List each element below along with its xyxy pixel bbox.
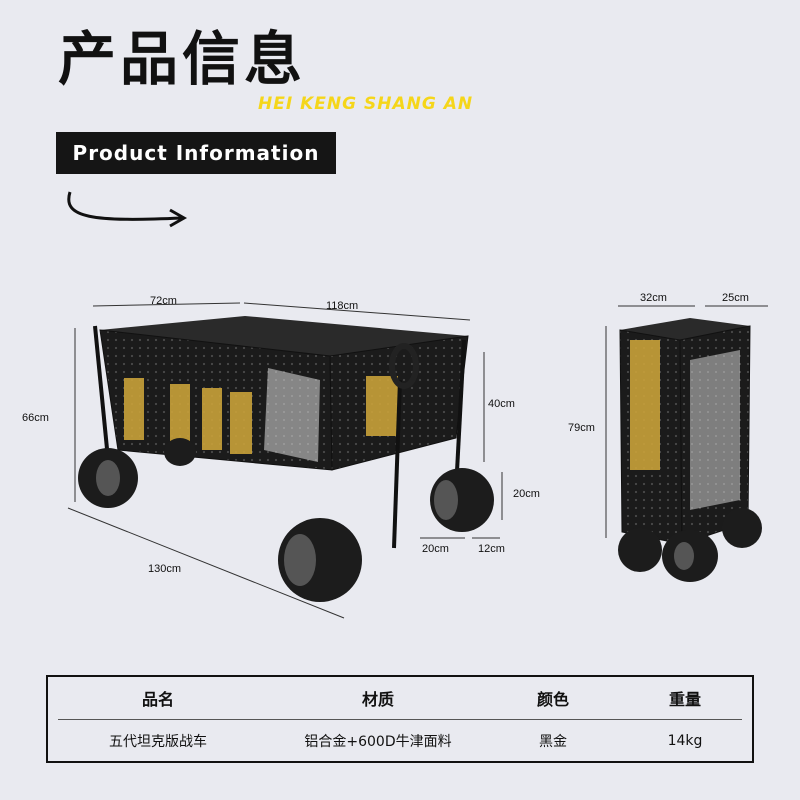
wheel-width-label: 12cm: [478, 543, 505, 555]
cell-product-name: 五代坦克版战车: [109, 734, 207, 750]
product-information-badge: Product Information: [56, 132, 336, 174]
wheel-height-label: 20cm: [513, 488, 540, 500]
cell-color: 黑金: [539, 734, 567, 750]
wagon-wheels: [78, 438, 494, 602]
page-title: 产品信息: [58, 25, 307, 93]
spec-table: 品名 材质 颜色 重量 五代坦克版战车 铝合金+600D牛津面料 黑金 14kg: [46, 675, 754, 763]
wagon-width-label: 72cm: [150, 295, 177, 307]
header-material: 材质: [361, 690, 394, 709]
wagon-basket: [93, 316, 469, 549]
table-row: 五代坦克版战车 铝合金+600D牛津面料 黑金 14kg: [48, 720, 752, 762]
table-header-row: 品名 材质 颜色 重量: [48, 677, 752, 719]
arrow-right-icon: [67, 191, 188, 228]
dimension-lines: [67, 302, 768, 619]
basket-height-label: 40cm: [488, 398, 515, 410]
brand-text: HEI KENG SHANG AN: [258, 94, 474, 114]
wagon-bottom-length-label: 130cm: [148, 563, 182, 575]
wagon-total-height-label: 66cm: [22, 412, 49, 424]
cell-weight: 14kg: [667, 733, 703, 749]
folded-width-label: 32cm: [640, 292, 667, 304]
folded-wagon: [618, 318, 762, 582]
header-color: 颜色: [536, 690, 569, 709]
wagon-length-label: 118cm: [326, 300, 359, 312]
cell-material: 铝合金+600D牛津面料: [304, 734, 452, 750]
table-divider: [58, 719, 742, 720]
folded-height-label: 79cm: [568, 422, 595, 434]
wheel-diameter-label: 20cm: [422, 543, 449, 555]
header-weight: 重量: [668, 690, 701, 709]
header-product-name: 品名: [141, 690, 174, 709]
folded-depth-label: 25cm: [722, 292, 749, 304]
